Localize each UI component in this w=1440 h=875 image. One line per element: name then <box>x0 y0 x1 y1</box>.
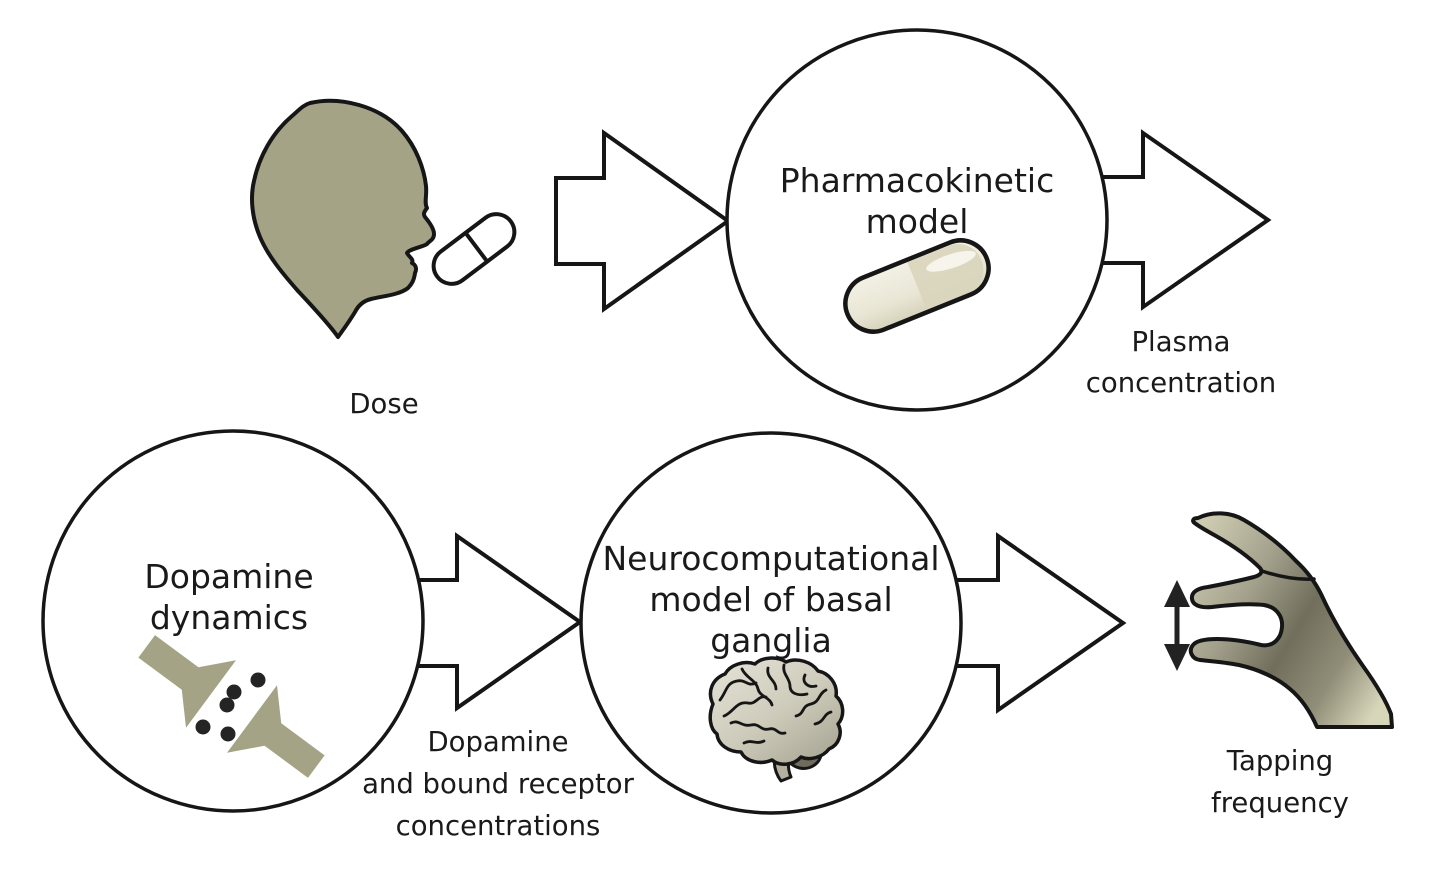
brain-icon <box>708 656 845 783</box>
pharmacokinetic-model-circle <box>725 28 1109 412</box>
capsule-icon <box>843 238 991 334</box>
plasma-label-line2: concentration <box>1086 367 1276 399</box>
tapping-label-line2: frequency <box>1211 787 1349 819</box>
hand-outline <box>1188 511 1394 729</box>
pk-title-line2: model <box>866 202 969 241</box>
neuro-title-line2: model of basal <box>649 580 892 619</box>
dopamine-dot <box>195 719 211 735</box>
dopamine-dot <box>250 672 266 688</box>
dopamine-dynamics-circle <box>41 429 425 813</box>
pill-body <box>431 212 517 286</box>
neuro-title-line3: ganglia <box>710 621 832 660</box>
postsynaptic-terminal <box>227 685 325 778</box>
presynaptic-terminal <box>138 635 236 728</box>
dopamine-title-line1: Dopamine <box>144 557 313 596</box>
neuro-title-line1: Neurocomputational <box>602 539 939 578</box>
up-down-arrow-icon <box>1164 580 1190 671</box>
tapping-label-line1: Tapping <box>1226 745 1334 777</box>
brain-gyri <box>718 663 833 745</box>
knuckle-crease <box>1260 569 1316 581</box>
head-profile-icon <box>250 98 436 339</box>
capsule-highlight <box>926 250 976 272</box>
pill-divider <box>463 231 489 263</box>
dopamine-dot <box>220 726 236 742</box>
pk-title-line1: Pharmacokinetic <box>780 161 1054 200</box>
cleft-label-line3: concentrations <box>396 810 601 842</box>
tapping-hand-icon <box>1164 511 1394 729</box>
cleft-label-line1: Dopamine <box>427 726 568 758</box>
synapse-icon <box>138 635 325 778</box>
pill-icon <box>431 212 517 286</box>
flow-arrow-dose-to-pk <box>554 129 732 313</box>
plasma-label-line1: Plasma <box>1131 326 1230 358</box>
cleft-label-line2: and bound receptor <box>362 768 635 800</box>
dopamine-dot <box>226 684 242 700</box>
dopamine-dot <box>219 697 235 713</box>
dose-label: Dose <box>349 388 418 420</box>
neurocomputational-model-circle <box>579 431 963 815</box>
dopamine-title-line2: dynamics <box>150 598 308 637</box>
dose-illustration <box>250 98 517 339</box>
